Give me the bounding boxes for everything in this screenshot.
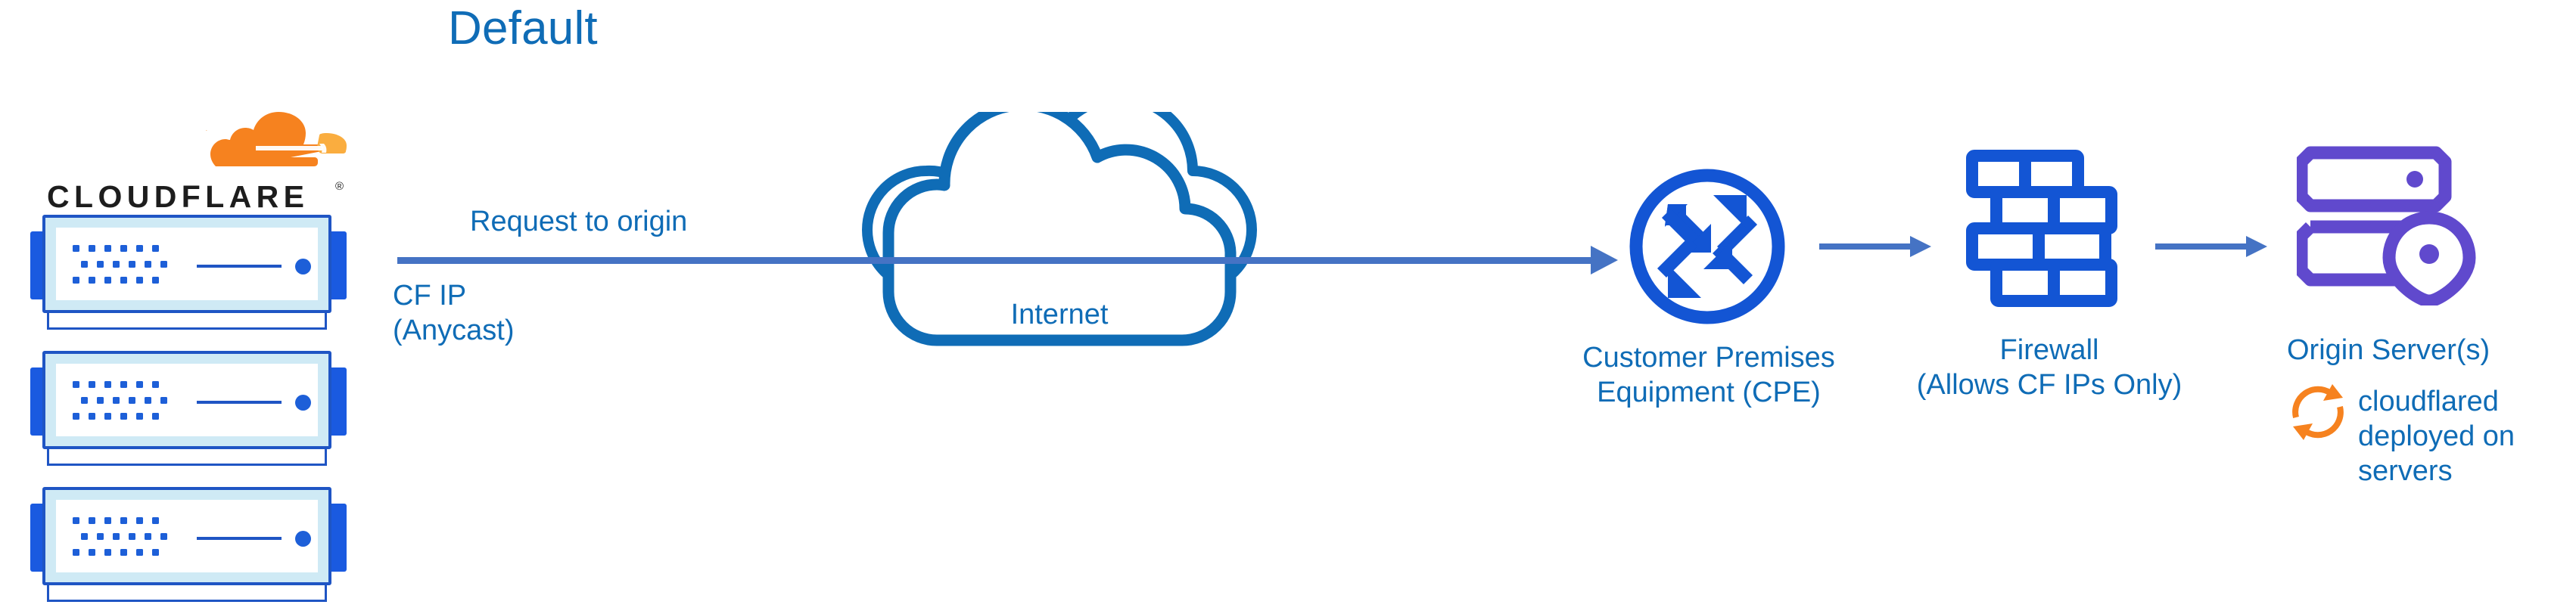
server-vent-dot xyxy=(73,413,79,420)
server-vent-dot xyxy=(152,413,159,420)
server-vent-dot xyxy=(144,261,151,268)
cloudflared-label-line-2: deployed on xyxy=(2358,420,2515,452)
cf-ip-anycast-label: CF IP (Anycast) xyxy=(393,278,514,348)
origin-server-label: Origin Server(s) xyxy=(2287,334,2490,366)
server-vent-dot xyxy=(89,245,95,252)
cloudflare-cloud-mark-icon xyxy=(206,112,347,166)
server-vent-dot xyxy=(104,549,111,556)
cloudflared-label: cloudflared deployed on servers xyxy=(2358,384,2540,488)
sync-arrows-icon xyxy=(2292,384,2344,440)
server-vent-dot xyxy=(136,245,143,252)
cloudflare-wordmark: CLOUDFLARE ® xyxy=(47,179,350,214)
server-vent-dot xyxy=(128,397,135,404)
cpe-label-line-1: Customer Premises xyxy=(1582,342,1835,374)
server-vent-dots xyxy=(73,381,173,420)
server-indicator-line xyxy=(197,401,282,404)
server-vent-dot xyxy=(120,277,127,284)
server-vent-dot xyxy=(144,397,151,404)
cloudflare-edge-server-3 xyxy=(18,485,351,606)
firewall-to-origin-arrow-head-icon xyxy=(2246,236,2267,257)
request-arrow-line xyxy=(397,257,1601,264)
cloudflare-wordmark-text: CLOUDFLARE xyxy=(47,179,310,214)
server-vent-dot xyxy=(136,517,143,524)
server-vent-dot xyxy=(104,277,111,284)
cf-ip-line-1: CF IP xyxy=(393,280,467,312)
server-vent-dot xyxy=(73,381,79,388)
firewall-to-origin-arrow-line xyxy=(2155,243,2252,250)
server-vent-dot xyxy=(104,413,111,420)
request-arrow-label: Request to origin xyxy=(470,206,688,237)
cpe-label: Customer Premises Equipment (CPE) xyxy=(1542,340,1875,410)
server-vent-dot xyxy=(112,533,120,540)
server-vent-dot xyxy=(152,517,159,524)
internet-cloud-shape xyxy=(862,112,1257,346)
server-vent-dot xyxy=(136,277,143,284)
server-vent-dot xyxy=(120,517,127,524)
server-vent-dot xyxy=(136,381,143,388)
server-vent-dot xyxy=(80,533,88,540)
brick-wall-icon xyxy=(1966,150,2117,307)
server-power-led xyxy=(295,259,311,274)
server-vent-dot xyxy=(89,549,95,556)
server-vent-dot xyxy=(120,381,127,388)
cpe-to-firewall-arrow-line xyxy=(1819,243,1916,250)
server-vent-dot xyxy=(160,533,167,540)
server-vent-dot xyxy=(89,277,95,284)
cloudflare-logo: CLOUDFLARE ® xyxy=(30,109,348,215)
router-icon xyxy=(1629,169,1785,324)
server-location-icon xyxy=(2297,146,2476,305)
server-vent-dot xyxy=(128,261,135,268)
server-vent-dot xyxy=(80,397,88,404)
server-vent-dot xyxy=(73,517,79,524)
server-vent-dots xyxy=(73,517,173,557)
registered-trademark-symbol: ® xyxy=(334,180,344,193)
server-power-led xyxy=(295,531,311,547)
server-vent-dot xyxy=(152,277,159,284)
server-indicator-line xyxy=(197,537,282,540)
server-vent-dot xyxy=(112,261,120,268)
server-vent-dot xyxy=(80,261,88,268)
server-vent-dot xyxy=(73,277,79,284)
cloudflare-edge-server-2 xyxy=(18,349,351,470)
server-vent-dot xyxy=(96,397,104,404)
internet-label: Internet xyxy=(1010,299,1109,330)
server-vent-dot xyxy=(89,381,95,388)
server-vent-dot xyxy=(120,549,127,556)
cloudflare-edge-server-1 xyxy=(18,213,351,334)
server-vent-dot xyxy=(73,549,79,556)
server-vent-dot xyxy=(144,533,151,540)
server-vent-dot xyxy=(128,533,135,540)
server-vent-dot xyxy=(120,245,127,252)
server-vent-dot xyxy=(73,245,79,252)
server-vent-dots xyxy=(73,245,173,284)
server-vent-dot xyxy=(104,381,111,388)
cf-ip-line-2: (Anycast) xyxy=(393,315,515,346)
server-vent-dot xyxy=(152,245,159,252)
cloudflared-label-line-1: cloudflared xyxy=(2358,386,2499,417)
server-indicator-line xyxy=(197,265,282,268)
cloudflared-label-line-3: servers xyxy=(2358,455,2453,487)
server-vent-dot xyxy=(89,517,95,524)
firewall-label-line-2: (Allows CF IPs Only) xyxy=(1916,369,2182,401)
server-vent-dot xyxy=(160,261,167,268)
request-arrow-head-icon xyxy=(1591,246,1618,274)
firewall-label-line-1: Firewall xyxy=(1999,334,2099,366)
server-vent-dot xyxy=(160,397,167,404)
server-vent-dot xyxy=(104,517,111,524)
server-vent-dot xyxy=(112,397,120,404)
server-vent-dot xyxy=(96,261,104,268)
page-title: Default xyxy=(448,2,598,54)
server-vent-dot xyxy=(96,533,104,540)
firewall-label: Firewall (Allows CF IPs Only) xyxy=(1890,333,2208,402)
cpe-label-line-2: Equipment (CPE) xyxy=(1597,377,1821,408)
server-vent-dot xyxy=(120,413,127,420)
server-vent-dot xyxy=(136,413,143,420)
server-power-led xyxy=(295,395,311,411)
server-vent-dot xyxy=(152,549,159,556)
server-vent-dot xyxy=(152,381,159,388)
cpe-to-firewall-arrow-head-icon xyxy=(1910,236,1931,257)
server-vent-dot xyxy=(89,413,95,420)
server-vent-dot xyxy=(104,245,111,252)
server-vent-dot xyxy=(136,549,143,556)
